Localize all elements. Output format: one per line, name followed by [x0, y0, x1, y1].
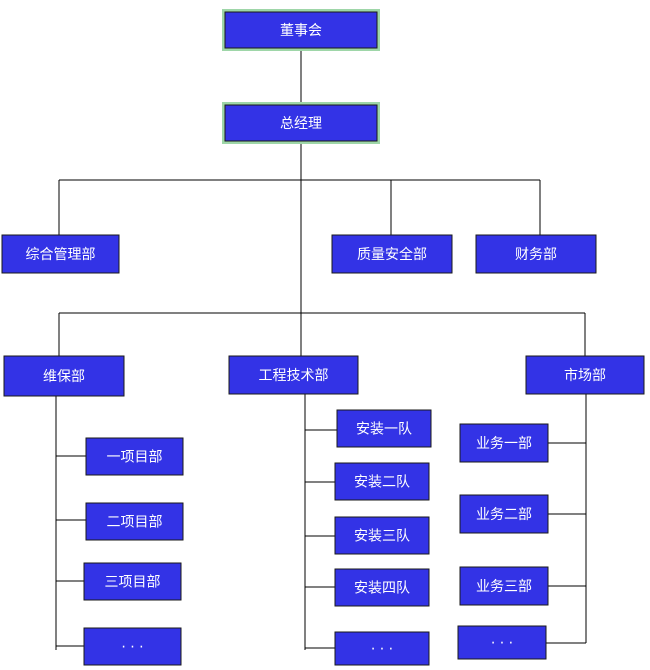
node-label: 安装三队	[354, 529, 410, 545]
node-label: 一项目部	[107, 450, 163, 466]
node-label: 安装四队	[354, 581, 410, 597]
node-label: 业务二部	[476, 507, 532, 523]
node-label: · · ·	[491, 636, 513, 652]
node-label: 二项目部	[107, 515, 163, 531]
node-box	[224, 104, 378, 142]
node-box	[3, 355, 125, 397]
node-label: 维保部	[43, 369, 85, 385]
node-label: 业务三部	[476, 579, 532, 595]
org-node-biz2: 业务二部	[459, 494, 549, 534]
node-box	[459, 423, 549, 463]
node-box	[525, 355, 645, 395]
org-node-finance: 财务部	[475, 234, 597, 274]
node-box	[85, 502, 184, 541]
org-node-gm: 总经理	[222, 102, 380, 144]
org-node-proj3: 三项目部	[83, 562, 182, 601]
node-box	[334, 568, 430, 607]
node-box	[457, 625, 547, 660]
org-node-maintenance: 维保部	[3, 355, 125, 397]
node-label: 业务一部	[476, 436, 532, 452]
org-node-engineering: 工程技术部	[228, 355, 359, 395]
org-node-general-mgmt: 综合管理部	[1, 234, 120, 274]
node-label: 安装二队	[354, 475, 410, 491]
node-label: · · ·	[121, 640, 143, 656]
node-box	[334, 462, 430, 501]
node-label: 综合管理部	[26, 247, 96, 263]
node-label: 三项目部	[105, 575, 161, 591]
org-node-proj1: 一项目部	[85, 437, 184, 476]
org-node-team3: 安装三队	[334, 516, 430, 555]
node-box	[459, 566, 549, 606]
node-box	[228, 355, 359, 395]
node-label: 财务部	[515, 247, 557, 263]
node-label: 工程技术部	[259, 368, 329, 384]
node-box	[224, 11, 378, 49]
org-node-biz3: 业务三部	[459, 566, 549, 606]
org-node-quality-safety: 质量安全部	[331, 234, 453, 274]
connector-lines	[55, 51, 587, 650]
node-box	[334, 516, 430, 555]
node-label: 董事会	[280, 23, 322, 39]
org-node-proj2: 二项目部	[85, 502, 184, 541]
org-node-market: 市场部	[525, 355, 645, 395]
node-box	[459, 494, 549, 534]
node-box	[1, 234, 120, 274]
node-box	[83, 627, 182, 666]
node-box	[336, 409, 432, 448]
org-node-team2: 安装二队	[334, 462, 430, 501]
node-box	[331, 234, 453, 274]
org-node-team1: 安装一队	[336, 409, 432, 448]
node-label: · · ·	[371, 642, 393, 658]
node-box	[83, 562, 182, 601]
node-label: 质量安全部	[357, 246, 427, 263]
node-box	[475, 234, 597, 274]
org-node-proj-more: · · ·	[83, 627, 182, 666]
org-node-biz1: 业务一部	[459, 423, 549, 463]
node-box	[85, 437, 184, 476]
node-label: 市场部	[564, 367, 606, 384]
node-label: 安装一队	[356, 422, 412, 438]
org-node-board: 董事会	[222, 9, 380, 51]
node-box	[334, 631, 430, 666]
org-node-team-more: · · ·	[334, 631, 430, 666]
node-label: 总经理	[280, 116, 322, 132]
org-node-biz-more: · · ·	[457, 625, 547, 660]
org-node-team4: 安装四队	[334, 568, 430, 607]
